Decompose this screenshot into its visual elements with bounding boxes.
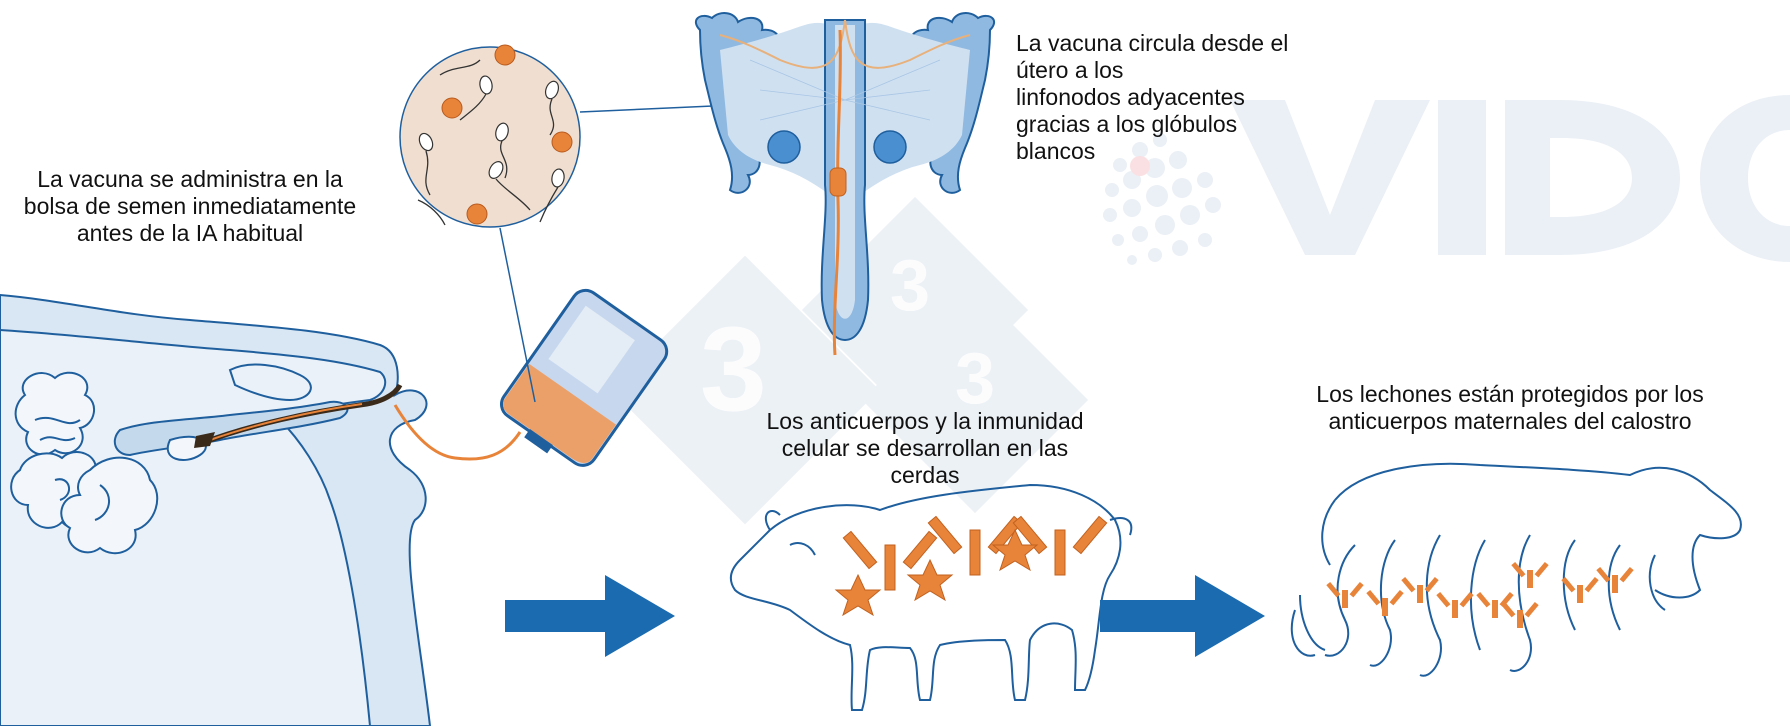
watermark-tile-number: 3 — [890, 245, 930, 327]
semen-bag — [491, 285, 672, 478]
caption-line: antes de la IA habitual — [0, 220, 380, 247]
progress-arrow-1 — [505, 575, 675, 657]
immunized-sow — [731, 485, 1131, 710]
sow-cross-section — [0, 295, 430, 726]
caption-line: anticuerpos maternales del calostro — [1290, 408, 1730, 435]
caption-piglets: Los lechones están protegidos por los an… — [1290, 381, 1730, 435]
caption-line: blancos — [1016, 138, 1336, 165]
caption-line: útero a los — [1016, 57, 1336, 84]
progress-arrow-2 — [1100, 575, 1265, 657]
caption-line: cerdas — [735, 462, 1115, 489]
caption-line: celular se desarrollan en las — [735, 435, 1115, 462]
caption-line: gracias a los glóbulos — [1016, 111, 1336, 138]
piglet-antibodies — [1326, 562, 1633, 628]
caption-administration: La vacuna se administra en la bolsa de s… — [0, 166, 380, 247]
caption-line: linfonodos adyacentes — [1016, 84, 1336, 111]
caption-line: Los anticuerpos y la inmunidad — [735, 408, 1115, 435]
caption-immunity: Los anticuerpos y la inmunidad celular s… — [735, 408, 1115, 489]
caption-line: bolsa de semen inmediatamente — [0, 193, 380, 220]
caption-line: La vacuna se administra en la — [0, 166, 380, 193]
caption-line: La vacuna circula desde el — [1016, 30, 1336, 57]
caption-line: Los lechones están protegidos por los — [1290, 381, 1730, 408]
caption-circulation: La vacuna circula desde el útero a los l… — [1016, 30, 1336, 165]
sow-antibodies — [836, 516, 1107, 615]
